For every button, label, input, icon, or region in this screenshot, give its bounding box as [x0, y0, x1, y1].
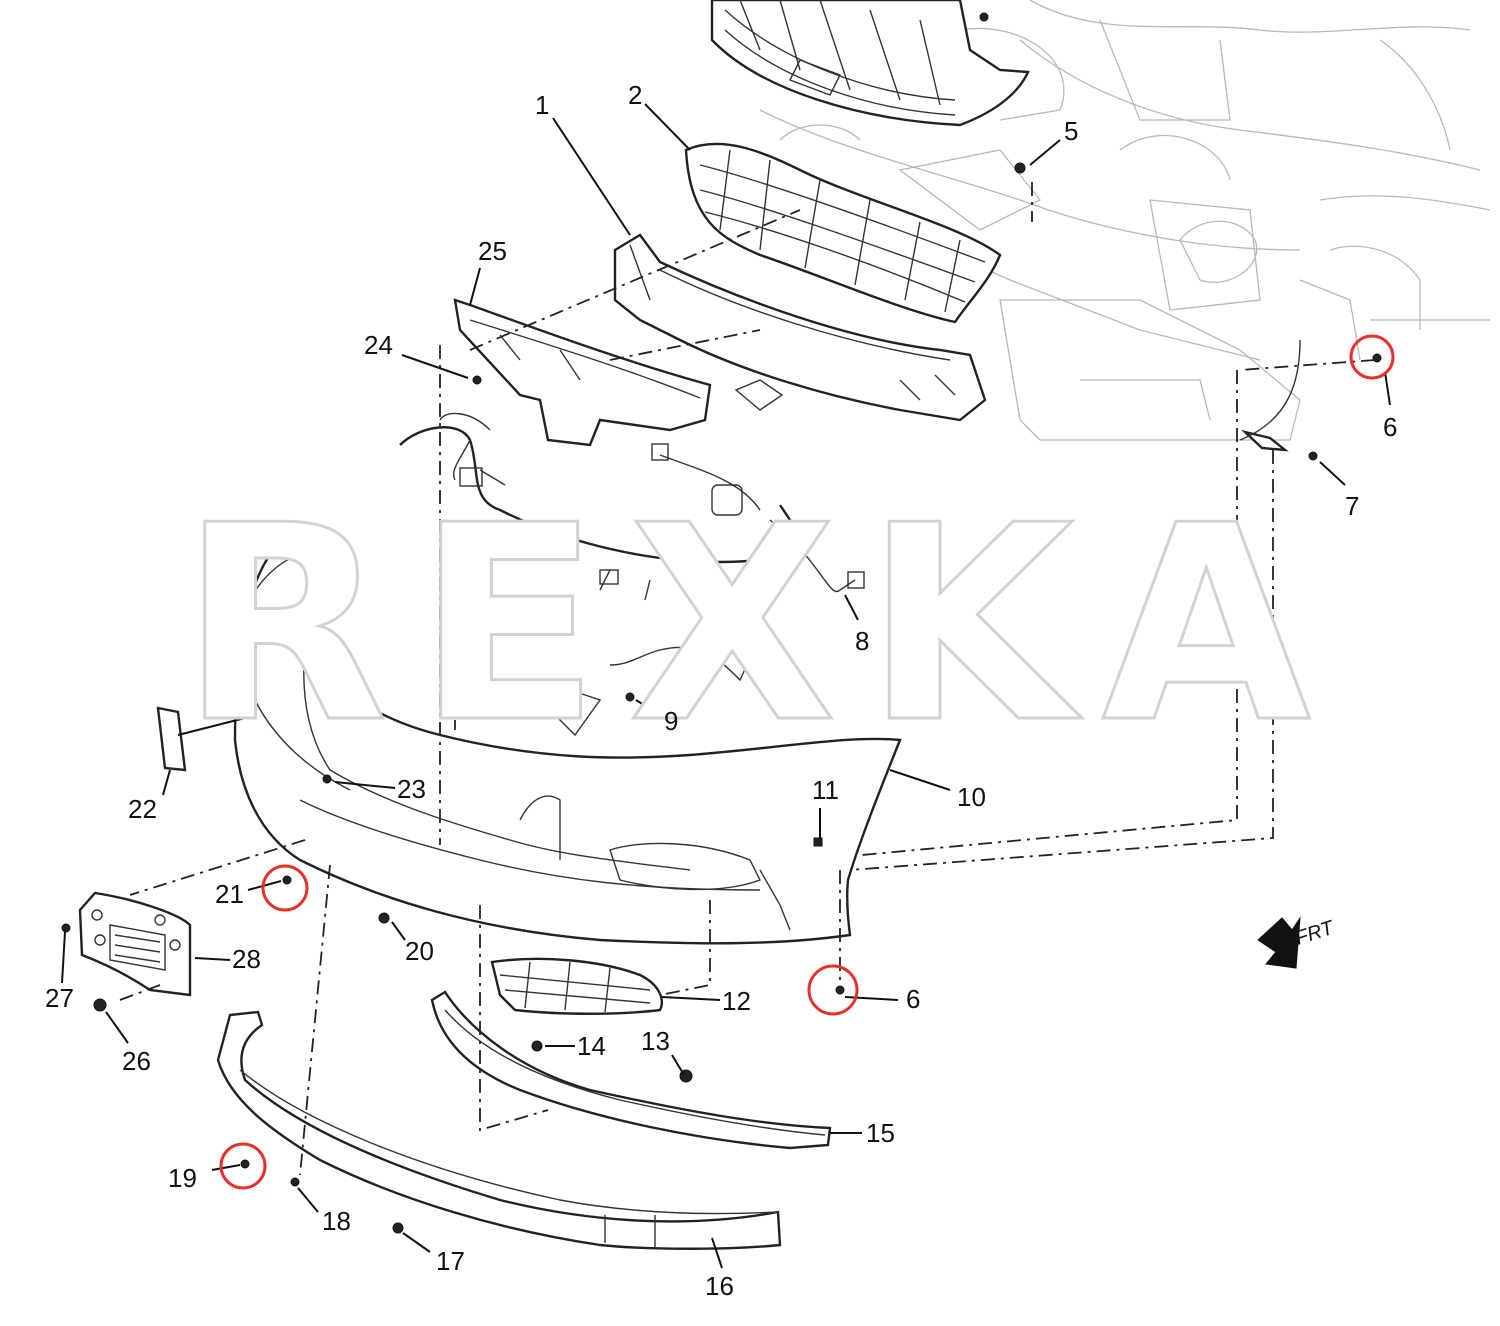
front-air-dam	[216, 1010, 782, 1250]
upper-grille	[710, 0, 1030, 127]
callout-16: 16	[705, 1271, 734, 1301]
callout-25: 25	[478, 236, 507, 266]
highlight-circle-19	[219, 1142, 267, 1190]
wiring-harness	[399, 412, 865, 682]
callout-28: 28	[232, 944, 261, 974]
callout-22: 22	[128, 794, 157, 824]
fog-lamp-bezel	[490, 957, 663, 1015]
side-bracket	[156, 339, 1301, 772]
frt-arrow-icon	[1257, 916, 1301, 969]
fastener-27	[61, 923, 71, 933]
highlight-markers	[219, 334, 1395, 1190]
fasteners	[61, 12, 1382, 1234]
callout-11: 11	[812, 775, 839, 805]
fastener-5	[1014, 162, 1026, 174]
callout-7: 7	[1345, 491, 1359, 521]
energy-absorber	[613, 233, 987, 422]
callout-18: 18	[322, 1206, 351, 1236]
highlight-circle-6-lower	[807, 964, 859, 1016]
callout-9: 9	[664, 706, 678, 736]
fastener-20	[378, 912, 390, 924]
fastener-6-lower	[835, 985, 845, 995]
highlight-circle-6-upper	[1349, 334, 1395, 380]
callout-26: 26	[122, 1046, 151, 1076]
vehicle-front-structure	[739, 0, 1491, 441]
fastener-18	[290, 1177, 300, 1187]
front-orientation-arrow: FRT	[1257, 916, 1338, 969]
lower-grille	[684, 142, 1002, 324]
fascia-support	[453, 298, 712, 447]
callout-27: 27	[45, 983, 74, 1013]
alignment-lines	[119, 182, 1376, 1176]
watermark: REXKA	[180, 467, 1339, 782]
callout-21: 21	[215, 879, 244, 909]
callout-13: 13	[641, 1026, 670, 1056]
lower-air-deflector	[430, 990, 832, 1150]
callout-6-upper: 6	[1383, 412, 1397, 442]
callout-1: 1	[535, 90, 549, 120]
callout-8: 8	[855, 626, 869, 656]
fastener-top	[979, 12, 989, 22]
fastener-7	[1308, 451, 1318, 461]
callout-2: 2	[628, 80, 642, 110]
fastener-9	[625, 692, 635, 702]
fastener-19	[240, 1159, 250, 1169]
callout-12: 12	[722, 986, 751, 1016]
fastener-14	[531, 1040, 543, 1052]
callout-labels: 1 2 5 6 6 7 8 9 10 11 12 13 14 15 16 17 …	[45, 80, 1397, 1301]
fastener-24	[472, 375, 482, 385]
callout-6-lower: 6	[906, 984, 920, 1014]
leader-lines	[61, 103, 1391, 1269]
callout-15: 15	[866, 1118, 895, 1148]
fastener-26	[93, 998, 107, 1012]
license-plate-bracket	[78, 891, 192, 997]
front-fascia	[233, 533, 902, 945]
callout-24: 24	[364, 330, 393, 360]
callout-20: 20	[405, 936, 434, 966]
fastener-21	[282, 875, 292, 885]
callout-5: 5	[1064, 116, 1078, 146]
callout-17: 17	[436, 1246, 465, 1276]
callout-19: 19	[168, 1163, 197, 1193]
callout-14: 14	[577, 1031, 606, 1061]
fastener-23	[322, 774, 332, 784]
fastener-17	[392, 1222, 404, 1234]
callout-10: 10	[957, 782, 986, 812]
callout-23: 23	[397, 774, 426, 804]
fastener-11	[813, 837, 823, 847]
highlight-circle-21	[261, 864, 309, 912]
